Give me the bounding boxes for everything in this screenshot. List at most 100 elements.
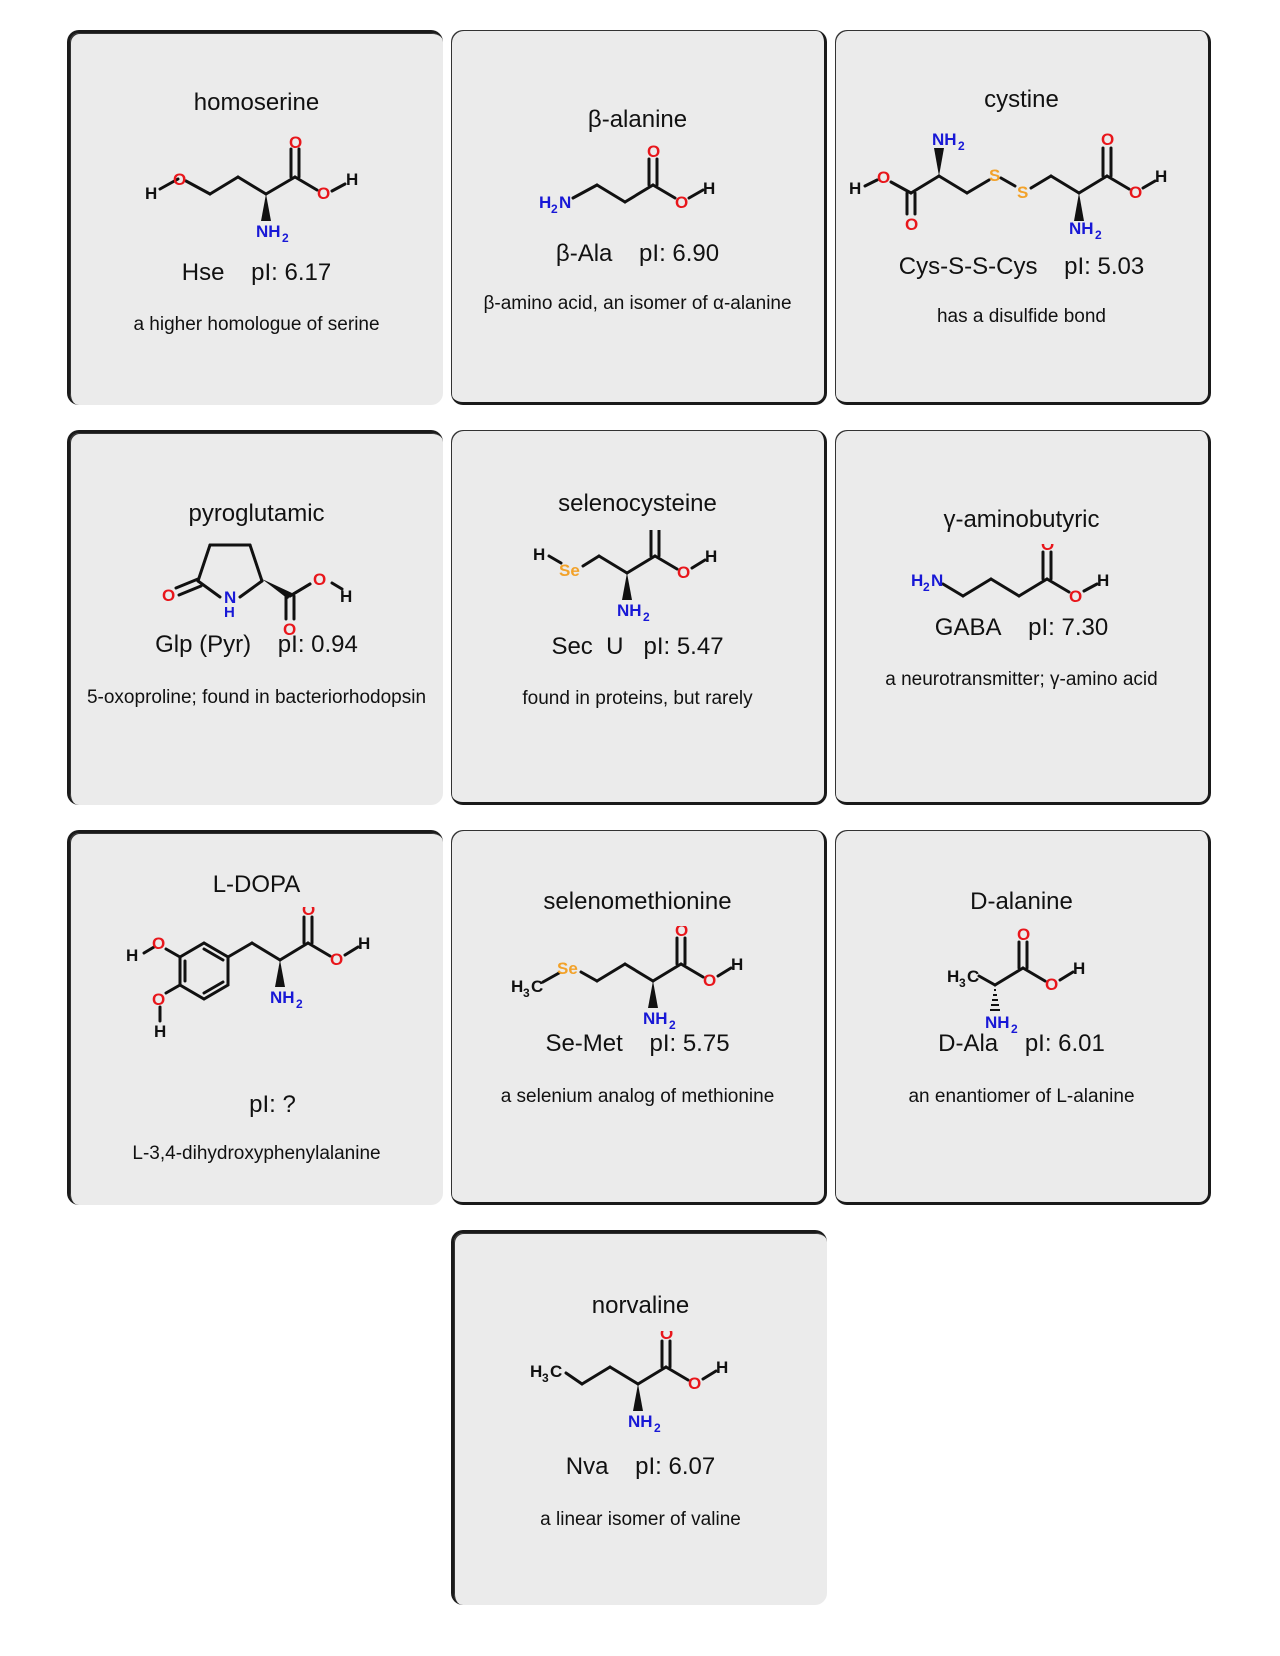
atom-O: O: [313, 570, 326, 589]
pi-line: Nva pI: 6.07: [454, 1453, 827, 1481]
structure-homoserine: H O O O H NH 2: [145, 133, 358, 245]
card-gamma-aminobutyric: γ-aminobutyric H 2 N O O H GABA pI: 7.30…: [835, 430, 1211, 805]
card-beta-alanine: β-alanine H 2 N O O H β-Ala pI: 6.90 β-a…: [451, 30, 827, 405]
atom-O: O: [302, 907, 315, 919]
amino-acid-name: D-alanine: [970, 888, 1073, 915]
atom-H: H: [716, 1358, 728, 1377]
atom-sub2: 2: [296, 997, 303, 1011]
description: L-3,4-dihydroxyphenylalanine: [132, 1143, 381, 1164]
atom-sub3: 3: [523, 986, 530, 1000]
atom-N: N: [224, 588, 236, 607]
atom-Se: Se: [559, 561, 580, 580]
pi-line: Hse pI: 6.17: [70, 259, 443, 287]
atom-O: O: [647, 142, 660, 161]
isoelectric-point: pI: 6.17: [251, 259, 332, 286]
atom-H: H: [539, 193, 551, 212]
atom-H: H: [703, 179, 715, 198]
atom-O: O: [1041, 544, 1054, 554]
isoelectric-point: pI: 0.94: [277, 631, 358, 658]
pi-line: β-Ala pI: 6.90: [451, 240, 824, 268]
atom-H: H: [145, 184, 157, 203]
isoelectric-point: pI: 5.75: [649, 1030, 730, 1057]
pi-line: Cys-S-S-Cys pI: 5.03: [835, 253, 1208, 281]
atom-H: H: [1155, 167, 1167, 186]
atom-N: N: [931, 571, 943, 590]
structure-l-dopa: H O O H O O H NH 2: [126, 907, 370, 1041]
atom-H: H: [705, 547, 717, 566]
atom-H: H: [731, 955, 743, 974]
atom-sub2: 2: [1011, 1022, 1018, 1036]
amino-acid-name: homoserine: [193, 89, 320, 116]
description: has a disulfide bond: [936, 306, 1106, 327]
atom-sub2: 2: [958, 139, 965, 153]
atom-O: O: [688, 1374, 701, 1393]
atom-H: H: [154, 1022, 166, 1041]
card-selenocysteine: selenocysteine H Se O O H NH 2 Sec U pI:…: [451, 430, 827, 805]
atom-O: O: [1069, 587, 1082, 606]
structure-pyroglutamic: O N H O H O: [162, 543, 352, 639]
isoelectric-point: pI: 5.47: [643, 633, 724, 660]
atom-O: O: [649, 530, 662, 532]
isoelectric-point: pI: 5.03: [1064, 253, 1145, 280]
atom-H: H: [911, 571, 923, 590]
atom-H: H: [530, 1362, 542, 1381]
amino-acid-name: β-alanine: [587, 106, 688, 133]
amino-acid-name: L-DOPA: [212, 871, 301, 898]
atom-N: N: [559, 193, 571, 212]
abbreviation: D-Ala: [938, 1030, 999, 1057]
atom-H: H: [1097, 571, 1109, 590]
atom-sub2: 2: [551, 202, 558, 216]
atom-sub3: 3: [542, 1371, 549, 1385]
atom-sub2: 2: [923, 580, 930, 594]
card-norvaline: norvaline H 3 C O O H NH 2 Nva pI: 6.07 …: [451, 1230, 827, 1605]
card-pyroglutamic: pyroglutamic O N H O H O Glp (Pyr) pI: 0…: [67, 430, 443, 805]
abbreviation: Se-Met: [545, 1030, 623, 1057]
pi-line: pI: ?: [70, 1091, 443, 1119]
atom-sub2: 2: [669, 1018, 676, 1032]
amino-acid-name: selenocysteine: [558, 490, 717, 517]
atom-sub3: 3: [959, 976, 966, 990]
atom-H: H: [1073, 959, 1085, 978]
atom-H: H: [947, 967, 959, 986]
pi-line: Glp (Pyr) pI: 0.94: [70, 631, 443, 659]
atom-O: O: [1017, 926, 1030, 944]
abbreviation: Cys-S-S-Cys: [898, 253, 1038, 280]
pi-line: Sec U pI: 5.47: [451, 633, 824, 661]
atom-O: O: [1101, 130, 1114, 149]
description: a higher homologue of serine: [133, 314, 380, 335]
description: an enantiomer of L-alanine: [908, 1086, 1135, 1107]
atom-O: O: [330, 950, 343, 969]
atom-S: S: [1017, 183, 1028, 202]
abbreviation: Hse: [181, 259, 225, 286]
structure-selenocysteine: H Se O O H NH 2: [533, 530, 717, 624]
amino-acid-name: cystine: [984, 86, 1059, 113]
isoelectric-point: pI: 7.30: [1028, 614, 1109, 641]
atom-H: H: [533, 545, 545, 564]
atom-sub2: 2: [282, 231, 289, 245]
amino-acid-name: norvaline: [591, 1292, 690, 1319]
atom-H: H: [346, 170, 358, 189]
structure-beta-alanine: H 2 N O O H: [539, 142, 715, 216]
abbreviation: Nva: [565, 1453, 609, 1480]
structure-cystine: H O O NH 2 S S O O H NH 2: [849, 130, 1167, 242]
atom-O: O: [289, 133, 302, 152]
atom-sub2: 2: [654, 1421, 661, 1435]
atom-NH: NH: [1069, 219, 1094, 238]
structure-d-alanine: H 3 C O O H NH 2: [947, 926, 1085, 1036]
atom-H: H: [340, 587, 352, 606]
amino-acid-name: selenomethionine: [543, 888, 732, 915]
description: found in proteins, but rarely: [522, 688, 753, 709]
structure-selenomethionine: H 3 C Se O O H NH 2: [511, 926, 743, 1032]
atom-O: O: [675, 926, 688, 940]
atom-S: S: [989, 166, 1000, 185]
amino-acid-name: γ-aminobutyric: [943, 506, 1100, 533]
description: β-amino acid, an isomer of α-alanine: [483, 293, 792, 314]
isoelectric-point: pI: 6.01: [1024, 1030, 1105, 1057]
atom-Se: Se: [557, 959, 578, 978]
pi-line: Se-Met pI: 5.75: [451, 1030, 824, 1058]
card-homoserine: homoserine H O O O H NH 2 Hse pI: 6.17 a…: [67, 30, 443, 405]
description: a selenium analog of methionine: [500, 1086, 775, 1107]
card-l-dopa: L-DOPA H O O H O O H NH 2 pI: ? L-3,4-di…: [67, 830, 443, 1205]
isoelectric-point: pI: 6.90: [639, 240, 720, 267]
atom-O: O: [1045, 975, 1058, 994]
